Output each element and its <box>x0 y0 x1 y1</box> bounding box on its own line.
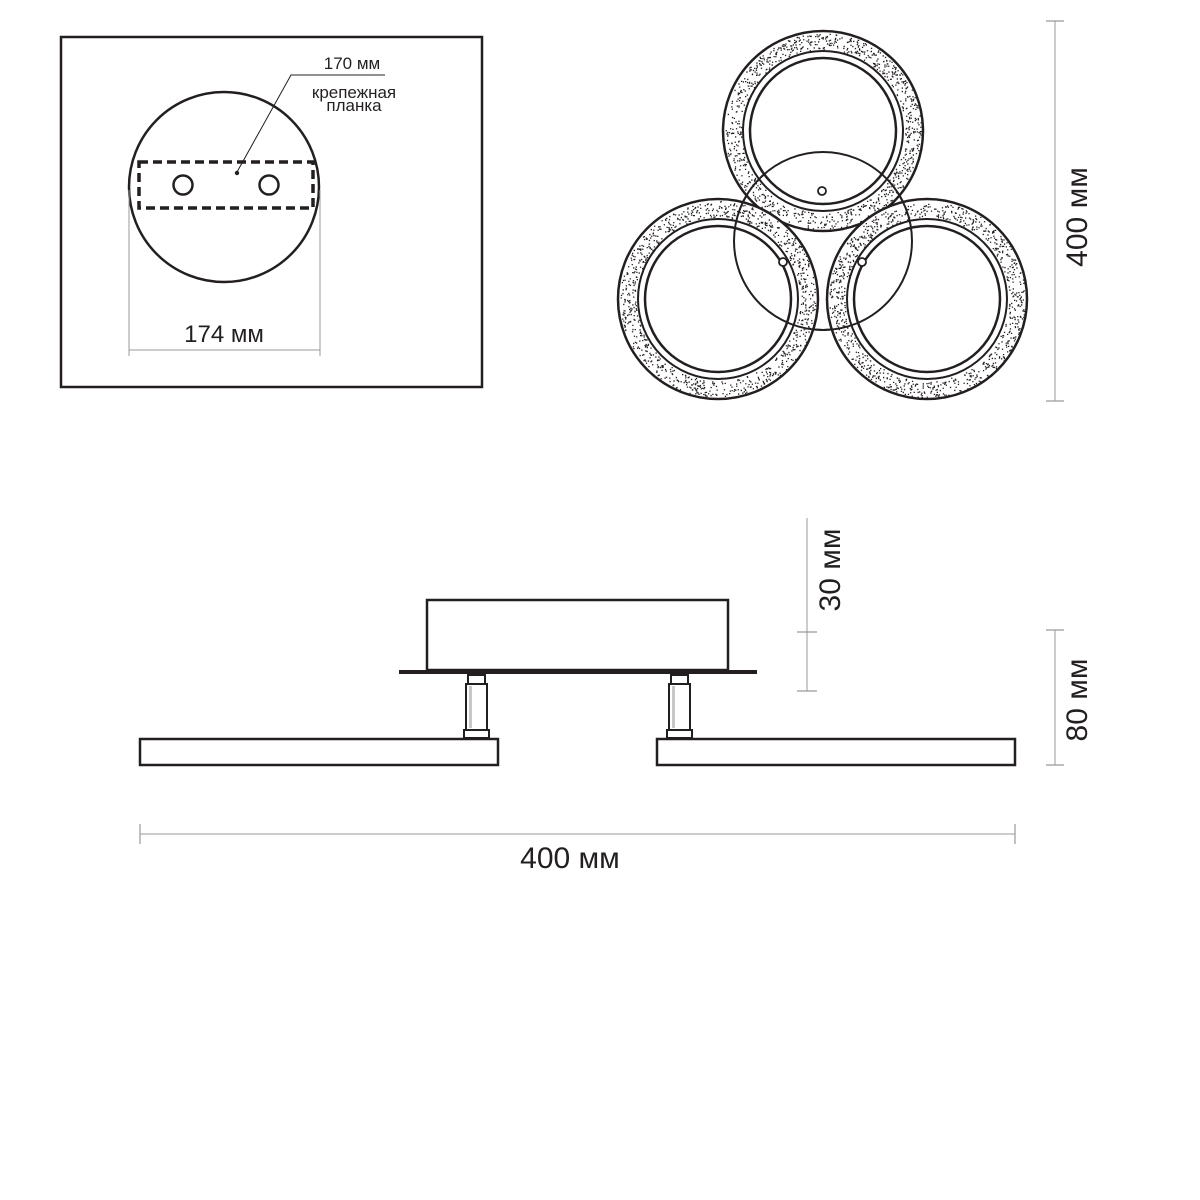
mounting-view-frame <box>59 35 484 389</box>
screw-hole-left <box>172 174 194 196</box>
ring-2 <box>616 197 820 401</box>
ring-3 <box>825 197 1029 401</box>
plate-leader-line <box>236 74 385 173</box>
total-width-label: 400 мм <box>520 842 620 875</box>
total-height-label: 80 мм <box>1061 659 1094 742</box>
stem-left <box>463 674 490 739</box>
mounting-plate-outline <box>137 160 315 210</box>
ceiling-base-box <box>425 598 730 672</box>
top-view: 400 мм <box>616 20 1094 402</box>
base-diameter-label: 174 мм <box>184 321 264 348</box>
stem-right <box>666 674 693 739</box>
screw-hole-right <box>258 174 280 196</box>
plate-name-line1: крепежная <box>312 83 396 102</box>
base-height-label: 30 мм <box>814 529 847 612</box>
ring-1-joint <box>817 186 827 196</box>
ring-bar-right <box>655 737 1017 767</box>
ring-3-joint <box>857 257 867 267</box>
top-overall-label: 400 мм <box>1061 167 1094 267</box>
ring-1 <box>721 29 925 233</box>
ceiling-base-circle <box>127 90 321 284</box>
center-hub-overlay <box>733 151 913 331</box>
ring-2-joint <box>778 257 788 267</box>
rings-group <box>616 29 1029 401</box>
mounting-plate-view: 170 мм крепежная планка 174 мм <box>59 35 484 389</box>
base-flange <box>399 670 757 674</box>
side-view: 30 мм 80 мм 400 мм <box>138 518 1094 875</box>
plate-width-label: 170 мм <box>324 54 380 73</box>
plate-center-dot <box>234 170 240 176</box>
plate-name-line2: планка <box>326 96 382 115</box>
ring-bar-left <box>138 737 500 767</box>
